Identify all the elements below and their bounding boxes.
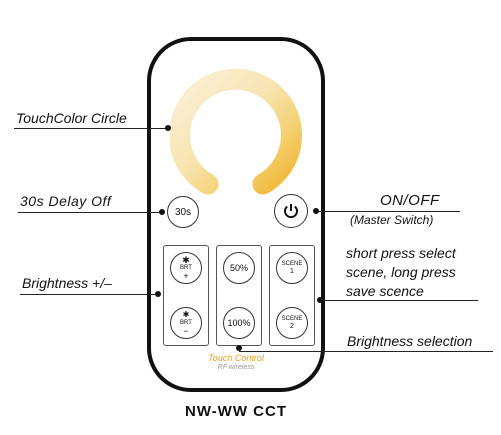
scene-column: SCENE 1 SCENE 2 bbox=[269, 245, 315, 346]
on-off-label: ON/OFF bbox=[380, 192, 440, 209]
brightness-leader bbox=[20, 294, 157, 295]
touch-color-circle-label: TouchColor Circle bbox=[16, 110, 127, 126]
brightness-down-button[interactable]: ✱ BRT − bbox=[170, 307, 202, 339]
on-off-dot bbox=[313, 208, 319, 214]
delay-off-label: 30s Delay Off bbox=[20, 193, 112, 209]
delay-off-button[interactable]: 30s bbox=[167, 196, 199, 228]
brt-label-up: BRT bbox=[180, 265, 192, 271]
brightness-100-button[interactable]: 100% bbox=[223, 307, 255, 339]
on-off-leader bbox=[318, 211, 460, 212]
pct100-label: 100% bbox=[227, 318, 251, 328]
delay-off-leader bbox=[18, 212, 165, 213]
brightness-selection-leader bbox=[239, 351, 493, 352]
scene-note-dot bbox=[317, 297, 323, 303]
scene-1-number: 1 bbox=[290, 268, 294, 275]
brt-label-down: BRT bbox=[180, 320, 192, 326]
scene-note-line-2: scene, long press bbox=[346, 264, 456, 280]
minus-icon: − bbox=[183, 326, 189, 336]
model-name: NW-WW CCT bbox=[185, 403, 287, 420]
scene-note-line-1: short press select bbox=[346, 245, 456, 261]
scene-1-label: SCENE bbox=[281, 261, 303, 267]
brightness-column: ✱ BRT + ✱ BRT − bbox=[163, 245, 209, 346]
percent-column: 50% 100% bbox=[216, 245, 262, 346]
touch-control-label: Touch Control bbox=[208, 353, 264, 363]
scene-2-number: 2 bbox=[290, 323, 294, 330]
scene-note-leader bbox=[322, 300, 478, 301]
brightness-up-button[interactable]: ✱ BRT + bbox=[170, 252, 202, 284]
scene-2-label: SCENE bbox=[281, 316, 303, 322]
touch-color-ring[interactable] bbox=[170, 66, 305, 201]
brightness-selection-vline bbox=[239, 348, 240, 352]
brightness-label: Brightness +/– bbox=[22, 275, 112, 291]
brightness-selection-label: Brightness selection bbox=[347, 333, 473, 349]
touch-color-circle-dot bbox=[165, 125, 171, 131]
brightness-50-button[interactable]: 50% bbox=[223, 252, 255, 284]
touch-color-circle-leader bbox=[14, 128, 167, 129]
sun-icon: ✱ bbox=[182, 255, 190, 265]
scene-1-button[interactable]: SCENE 1 bbox=[276, 252, 308, 284]
delay-off-dot bbox=[159, 209, 165, 215]
scene-2-button[interactable]: SCENE 2 bbox=[276, 307, 308, 339]
master-switch-label: (Master Switch) bbox=[350, 213, 434, 227]
plus-icon: + bbox=[183, 271, 189, 281]
rf-wireless-label: RF wireless bbox=[217, 364, 255, 371]
sun-small-icon: ✱ bbox=[182, 310, 190, 319]
delay-button-label: 30s bbox=[174, 206, 192, 218]
power-icon bbox=[284, 204, 298, 219]
brightness-dot bbox=[155, 291, 161, 297]
scene-note-line-3: save scence bbox=[346, 283, 424, 299]
pct50-label: 50% bbox=[229, 263, 248, 273]
power-button[interactable] bbox=[274, 194, 308, 228]
